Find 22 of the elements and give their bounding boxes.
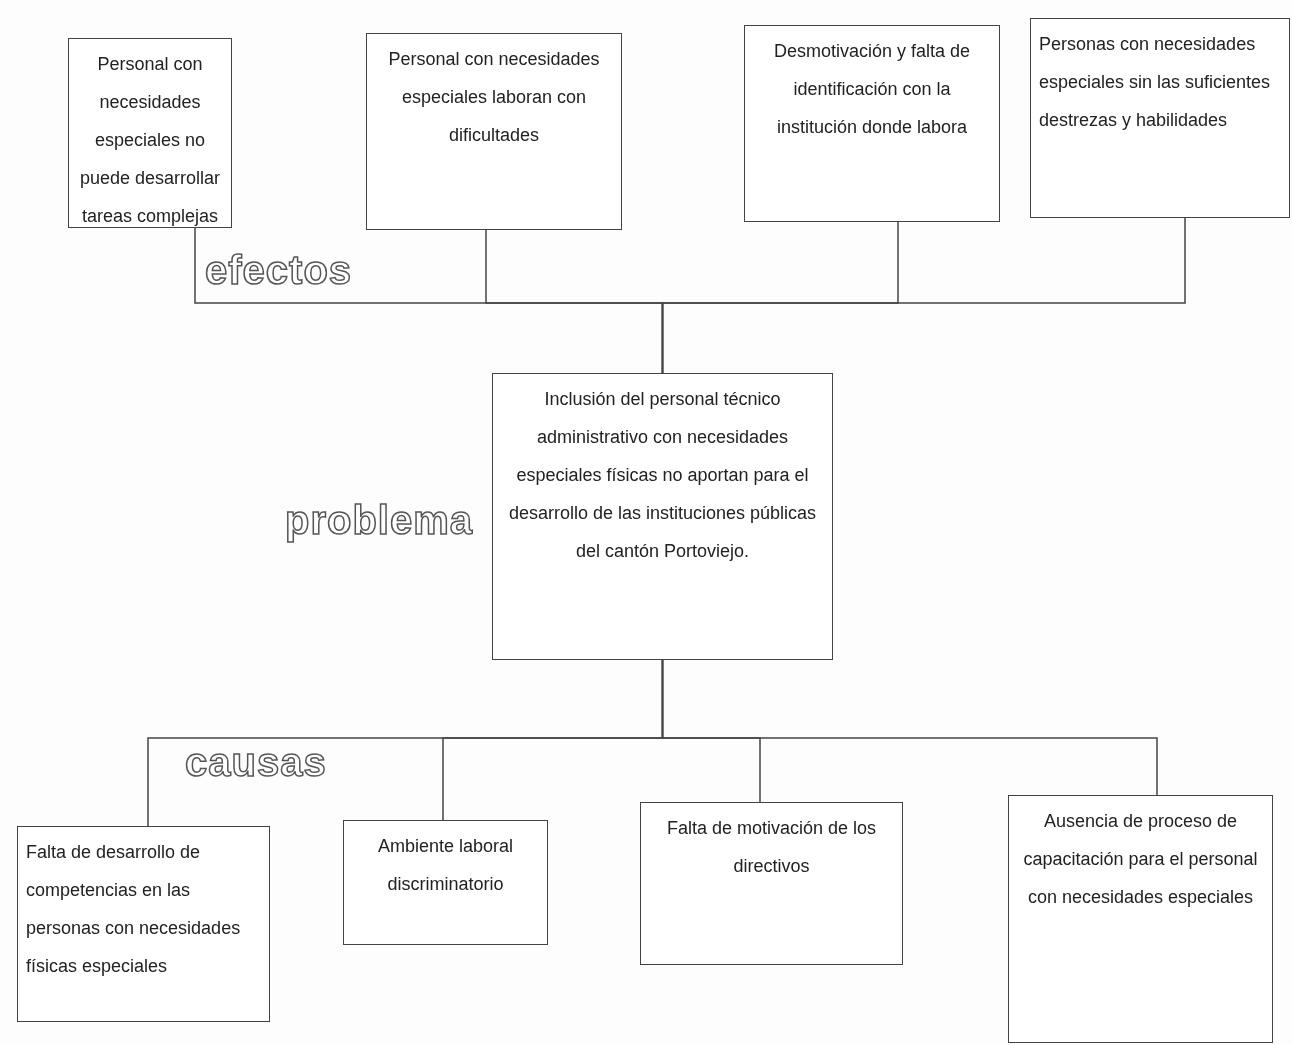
section-heading: causas	[185, 742, 327, 782]
box-text: Ausencia de proceso de capacitación para el personal con necesidades especiales	[1022, 810, 1259, 909]
text-box	[68, 38, 232, 228]
box-text: Inclusión del personal técnico administrativo con necesidades especiales físicas no aportan para el desarrollo de las instituciones públicas del cantón Portoviejo.	[507, 388, 818, 563]
text-box	[744, 25, 1000, 222]
text-box	[1008, 795, 1273, 1043]
text-box	[492, 373, 833, 660]
text-box	[343, 820, 548, 945]
connector-line	[661, 659, 1158, 796]
box-text: Personal con necesidades especiales laboran con dificultades	[387, 48, 601, 147]
box-text: Personal con necesidades especiales no puede desarrollar tareas complejas	[78, 53, 222, 228]
box-text: Ambiente laboral discriminatorio	[376, 835, 515, 896]
text-box	[1030, 18, 1290, 218]
section-heading: efectos	[205, 250, 353, 290]
box-text: Desmotivación y falta de identificación con la institución donde labora	[772, 40, 972, 139]
text-box	[366, 33, 622, 230]
connector-line	[661, 217, 1186, 374]
box-text: Falta de motivación de los directivos	[665, 817, 878, 878]
text-box	[640, 802, 903, 965]
box-text: Personas con necesidades especiales sin las suficientes destrezas y habilidades	[1039, 33, 1272, 132]
box-text: Falta de desarrollo de competencias en las personas con necesidades físicas especiales	[26, 841, 242, 978]
text-box	[17, 826, 270, 1022]
